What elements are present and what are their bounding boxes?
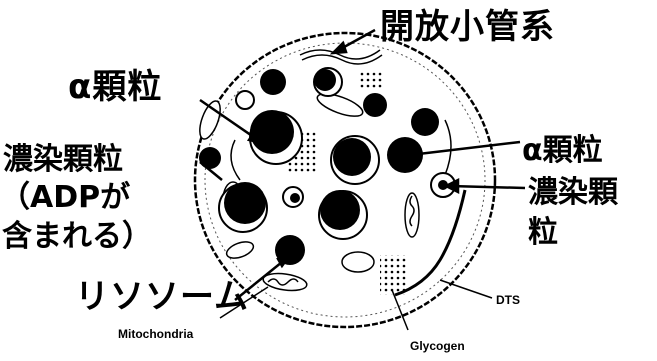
mitochondrion: [342, 252, 374, 272]
granule: [283, 187, 303, 207]
label-dense-granule-right-2: 粒: [528, 218, 558, 248]
label-alpha-granule-left: α顆粒: [68, 70, 162, 104]
label-dense-granule-left-3: 含まれる）: [2, 222, 152, 252]
granule: [199, 147, 221, 169]
granule: [314, 68, 342, 96]
granule: [260, 69, 286, 95]
label-dense-granule-left-1: 濃染顆粒: [3, 145, 123, 175]
label-alpha-granule-right: α顆粒: [522, 136, 603, 166]
pointer-dts: [440, 280, 492, 298]
granule: [363, 93, 387, 117]
label-mitochondria: Mitochondria: [118, 328, 193, 340]
granule: [411, 108, 439, 136]
label-dense-granule-left-2: （ADPが: [0, 183, 130, 213]
label-lysosome: リソソーム: [75, 280, 249, 314]
granule: [236, 91, 254, 109]
granule: [319, 190, 367, 239]
granule: [331, 136, 379, 184]
label-glycogen: Glycogen: [410, 340, 465, 352]
granule: [219, 182, 267, 232]
label-dts: DTS: [496, 294, 520, 306]
label-dense-granule-right-1: 濃染顆: [528, 178, 618, 208]
label-open-canalicular-system: 開放小管系: [380, 10, 555, 44]
